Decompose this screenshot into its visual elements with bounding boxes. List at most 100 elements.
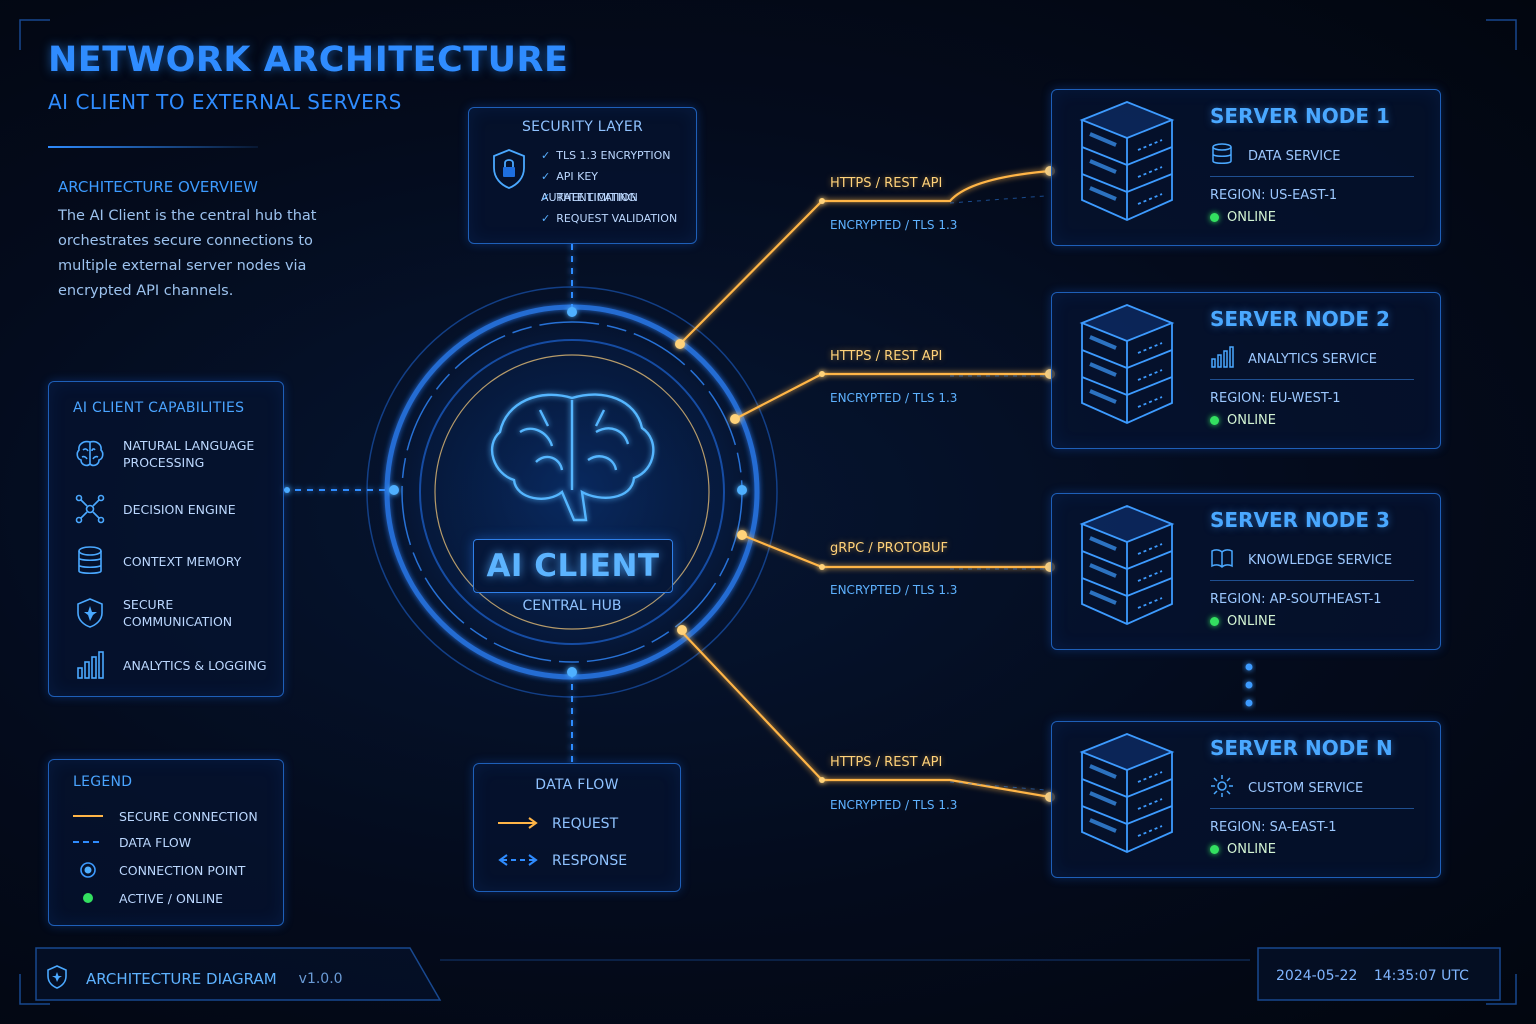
node-service: CUSTOM SERVICE xyxy=(1210,774,1363,802)
service-label: CUSTOM SERVICE xyxy=(1248,780,1364,796)
legend-label: DATA FLOW xyxy=(119,834,192,850)
connection-protocol: HTTPS / REST API xyxy=(830,349,943,364)
node-divider xyxy=(1210,808,1414,809)
node-divider xyxy=(1210,379,1414,380)
security-heading: SECURITY LAYER xyxy=(521,119,644,135)
server-rack-icon xyxy=(1072,502,1182,636)
status-badge: ONLINE xyxy=(1210,842,1276,857)
node-divider xyxy=(1210,176,1414,177)
capability-item: ANALYTICS & LOGGING xyxy=(73,648,273,682)
capabilities-panel: AI CLIENT CAPABILITIES NATURAL LANGUAGE … xyxy=(48,381,284,697)
online-dot-icon xyxy=(71,890,105,906)
node-region: REGION: US-EAST-1 xyxy=(1210,188,1338,203)
server-rack-icon xyxy=(1072,98,1182,232)
security-item: ✓API KEY AUTHENTICATION xyxy=(541,170,638,204)
node-service: KNOWLEDGE SERVICE xyxy=(1210,546,1392,574)
dashed-line-icon xyxy=(71,834,105,850)
capability-item: NATURAL LANGUAGE PROCESSING xyxy=(73,437,273,471)
response-label: RESPONSE xyxy=(552,852,628,869)
footer-date: 2024-05-22 xyxy=(1276,968,1358,984)
legend-item: CONNECTION POINT xyxy=(71,862,245,878)
node-service: ANALYTICS SERVICE xyxy=(1210,345,1377,373)
data-flow-heading: DATA FLOW xyxy=(535,777,619,793)
service-label: KNOWLEDGE SERVICE xyxy=(1248,552,1393,568)
node-title: SERVER NODE 3 xyxy=(1210,508,1390,532)
shield-icon xyxy=(73,596,107,630)
node-region: REGION: SA-EAST-1 xyxy=(1210,820,1337,835)
security-item: ✓TLS 1.3 ENCRYPTION xyxy=(541,149,671,162)
connection-protocol: gRPC / PROTOBUF xyxy=(830,541,949,556)
security-item: ✓RATE LIMITING xyxy=(541,191,637,204)
bar-chart-icon xyxy=(1210,345,1234,373)
online-dot-icon xyxy=(1210,416,1219,425)
overview-text: The AI Client is the central hub that or… xyxy=(58,208,317,299)
hub-brain-icon xyxy=(490,393,655,522)
footer-timestamp: 2024-05-22 14:35:07 UTC xyxy=(1276,968,1469,984)
status-badge: ONLINE xyxy=(1210,210,1276,225)
page-subtitle: AI CLIENT TO EXTERNAL SERVERS xyxy=(48,90,402,114)
node-region: REGION: EU-WEST-1 xyxy=(1210,391,1341,406)
status-badge: ONLINE xyxy=(1210,413,1276,428)
online-dot-icon xyxy=(1210,617,1219,626)
title-divider xyxy=(48,146,258,148)
legend-item: ACTIVE / ONLINE xyxy=(71,890,223,906)
connection-encryption: ENCRYPTED / TLS 1.3 xyxy=(830,583,958,597)
gear-icon xyxy=(1210,774,1234,802)
node-title: SERVER NODE 2 xyxy=(1210,307,1390,331)
server-node-2[interactable]: SERVER NODE 2 ANALYTICS SERVICE REGION: … xyxy=(1051,292,1441,449)
legend-label: SECURE CONNECTION xyxy=(119,808,258,824)
footer-time: 14:35:07 UTC xyxy=(1373,968,1469,984)
online-dot-icon xyxy=(1210,213,1219,222)
brain-icon xyxy=(73,437,107,471)
connection-encryption: ENCRYPTED / TLS 1.3 xyxy=(830,218,958,232)
solid-line-icon xyxy=(71,808,105,824)
data-flow-request: REQUEST xyxy=(498,814,618,833)
footer-label: ARCHITECTURE DIAGRAM v1.0.0 xyxy=(46,965,343,993)
legend-label: CONNECTION POINT xyxy=(119,862,246,878)
node-title: SERVER NODE 1 xyxy=(1210,104,1390,128)
online-dot-icon xyxy=(1210,845,1219,854)
connection-encryption: ENCRYPTED / TLS 1.3 xyxy=(830,798,958,812)
database-icon xyxy=(73,544,107,578)
data-flow-panel: DATA FLOW REQUEST RESPONSE xyxy=(473,763,681,892)
capability-item: CONTEXT MEMORY xyxy=(73,544,273,578)
server-node-3[interactable]: SERVER NODE 3 KNOWLEDGE SERVICE REGION: … xyxy=(1051,493,1441,650)
legend-panel: LEGEND SECURE CONNECTION DATA FLOW CONNE… xyxy=(48,759,284,926)
node-service: DATA SERVICE xyxy=(1210,142,1340,170)
capability-label: CONTEXT MEMORY xyxy=(123,553,242,569)
more-nodes-ellipsis xyxy=(1245,663,1253,707)
capabilities-heading: AI CLIENT CAPABILITIES xyxy=(73,400,245,416)
node-divider xyxy=(1210,580,1414,581)
book-icon xyxy=(1210,546,1234,574)
server-rack-icon xyxy=(1072,730,1182,864)
legend-item: DATA FLOW xyxy=(71,834,191,850)
bar-chart-icon xyxy=(73,648,107,682)
version-label: v1.0.0 xyxy=(298,971,343,987)
data-flow-response: RESPONSE xyxy=(498,851,627,870)
security-items: ✓TLS 1.3 ENCRYPTION ✓API KEY AUTHENTICAT… xyxy=(541,145,696,229)
capability-item: SECURE COMMUNICATION xyxy=(73,596,273,630)
shield-icon xyxy=(46,965,68,993)
security-layer-panel: SECURITY LAYER ✓TLS 1.3 ENCRYPTION ✓API … xyxy=(468,107,697,244)
connection-protocol: HTTPS / REST API xyxy=(830,755,943,770)
server-node-n[interactable]: SERVER NODE N CUSTOM SERVICE REGION: SA-… xyxy=(1051,721,1441,878)
server-rack-icon xyxy=(1072,301,1182,435)
overview-heading: ARCHITECTURE OVERVIEW xyxy=(58,178,258,196)
service-label: ANALYTICS SERVICE xyxy=(1248,351,1378,367)
connection-protocol: HTTPS / REST API xyxy=(830,176,943,191)
hub-title: AI CLIENT xyxy=(486,548,660,584)
service-label: DATA SERVICE xyxy=(1248,148,1341,164)
capability-label: ANALYTICS & LOGGING xyxy=(123,657,267,673)
legend-heading: LEGEND xyxy=(73,774,133,790)
request-label: REQUEST xyxy=(552,815,619,832)
capability-label: DECISION ENGINE xyxy=(123,501,236,517)
hub-rings xyxy=(357,277,787,707)
status-badge: ONLINE xyxy=(1210,614,1276,629)
database-icon xyxy=(1210,142,1234,170)
arrow-right-icon xyxy=(498,814,538,833)
ai-client-hub[interactable]: AI CLIENT xyxy=(473,539,673,593)
server-node-1[interactable]: SERVER NODE 1 DATA SERVICE REGION: US-EA… xyxy=(1051,89,1441,246)
shield-lock-icon xyxy=(491,148,527,194)
